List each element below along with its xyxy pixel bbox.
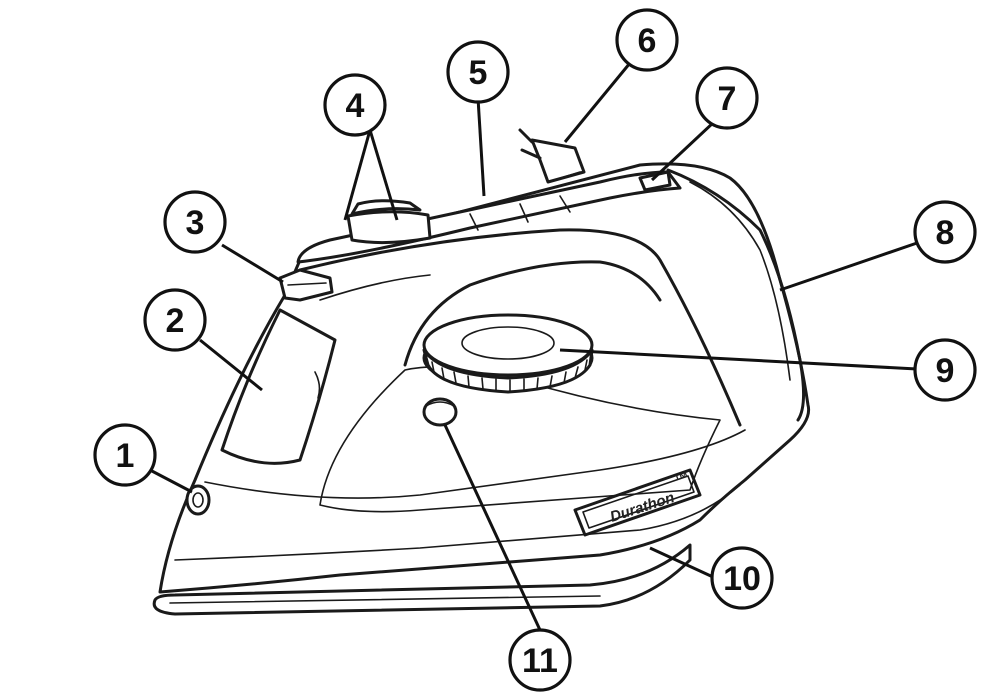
handle [298, 228, 742, 427]
callout-6-label: 6 [638, 22, 657, 60]
leader-lines [149, 62, 918, 631]
callout-8-label: 8 [936, 214, 955, 252]
side-panel [319, 365, 721, 513]
leader-2 [199, 338, 263, 392]
leader-1 [149, 468, 193, 494]
fill-cover [278, 268, 334, 302]
leader-8 [779, 241, 918, 292]
soleplate [152, 543, 692, 616]
callout-4: 4 [323, 73, 387, 137]
leader-4a [343, 129, 372, 221]
leader-11 [443, 424, 542, 631]
cord-plug [518, 128, 586, 184]
callout-3: 3 [163, 190, 227, 254]
callout-2: 2 [143, 288, 207, 352]
leader-9 [559, 348, 918, 371]
callout-3-label: 3 [186, 204, 205, 242]
leader-3 [221, 243, 284, 284]
callout-6: 6 [615, 8, 679, 72]
callout-4-label: 4 [346, 87, 365, 125]
variable-steam-dial [422, 313, 594, 394]
brand-trademark: ™ [672, 469, 692, 490]
callout-10: 10 [710, 546, 774, 610]
leader-4b [368, 129, 399, 221]
leader-5 [476, 97, 486, 197]
rear-heel-cover [666, 168, 805, 422]
self-clean-button [422, 397, 458, 427]
callout-9: 9 [913, 338, 977, 402]
leader-10 [649, 546, 714, 579]
callouts: 1 2 3 4 5 6 7 8 [93, 8, 977, 692]
callout-7: 7 [695, 66, 759, 130]
callout-1: 1 [93, 423, 157, 487]
callout-5: 5 [446, 40, 510, 104]
callout-9-label: 9 [936, 352, 955, 390]
callout-11: 11 [508, 628, 572, 692]
callout-11-label: 11 [522, 642, 558, 680]
callout-8: 8 [913, 200, 977, 264]
callout-7-label: 7 [718, 80, 737, 118]
leader-7 [650, 120, 716, 182]
spray-steam-buttons [346, 199, 432, 245]
leader-6 [563, 62, 632, 143]
callout-2-label: 2 [166, 302, 185, 340]
spray-nozzle [185, 484, 211, 516]
callout-5-label: 5 [469, 54, 488, 92]
water-tank-window [220, 308, 337, 465]
callout-10-label: 10 [723, 560, 761, 598]
callout-1-label: 1 [116, 437, 135, 475]
